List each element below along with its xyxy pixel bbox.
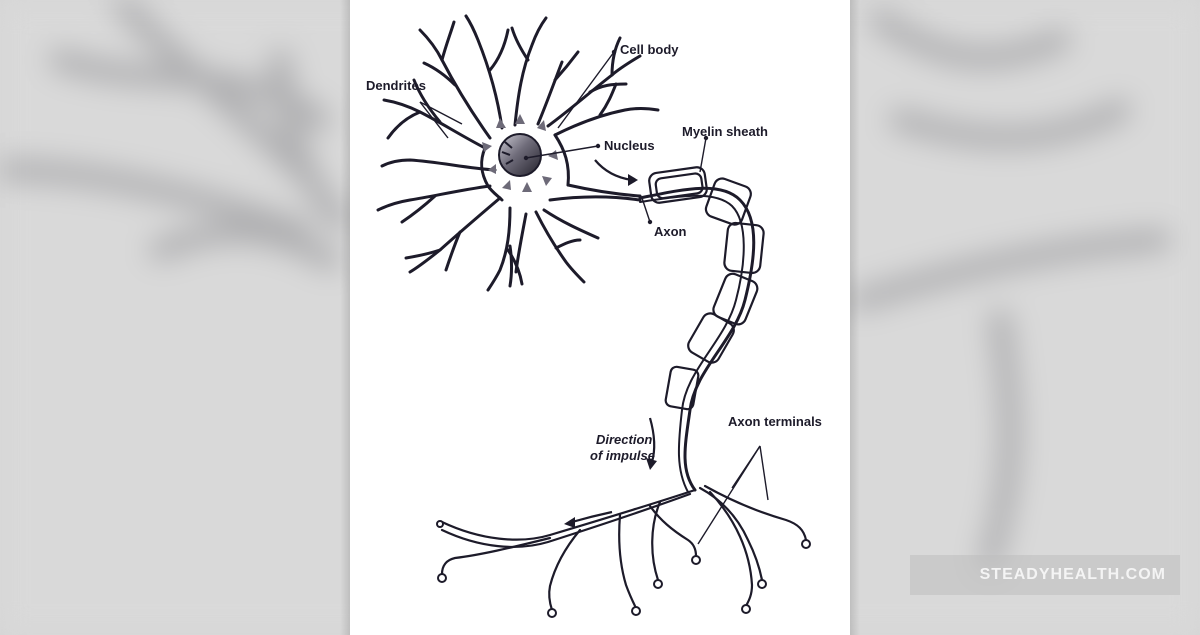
panel-shadow-left <box>340 0 350 635</box>
axon-drawing <box>638 166 765 493</box>
label-axon: Axon <box>654 224 687 239</box>
label-direction-line2: of impulse <box>590 448 655 463</box>
neuron-diagram: Cell body Dendrites Nucleus Myelin sheat… <box>366 14 822 618</box>
arrowheads <box>564 174 657 528</box>
label-direction-line1: Direction <box>596 432 652 447</box>
leader-lines <box>419 51 769 545</box>
label-nucleus: Nucleus <box>604 138 655 153</box>
diagram-panel <box>350 0 850 635</box>
impulse-arrows <box>571 159 656 524</box>
watermark-text: STEADYHEALTH.COM <box>979 566 1166 583</box>
axon-terminals-drawing <box>436 484 811 618</box>
label-axon-terminals: Axon terminals <box>728 414 822 429</box>
leader-dots <box>523 49 709 225</box>
nucleus-drawing <box>498 133 542 177</box>
watermark-banner: STEADYHEALTH.COM <box>910 555 1180 595</box>
panel-shadow-right <box>850 0 860 635</box>
label-cell-body: Cell body <box>620 42 679 57</box>
label-myelin-sheath: Myelin sheath <box>682 124 768 139</box>
dendrites-drawing <box>376 14 660 292</box>
label-dendrites: Dendrites <box>366 78 426 93</box>
